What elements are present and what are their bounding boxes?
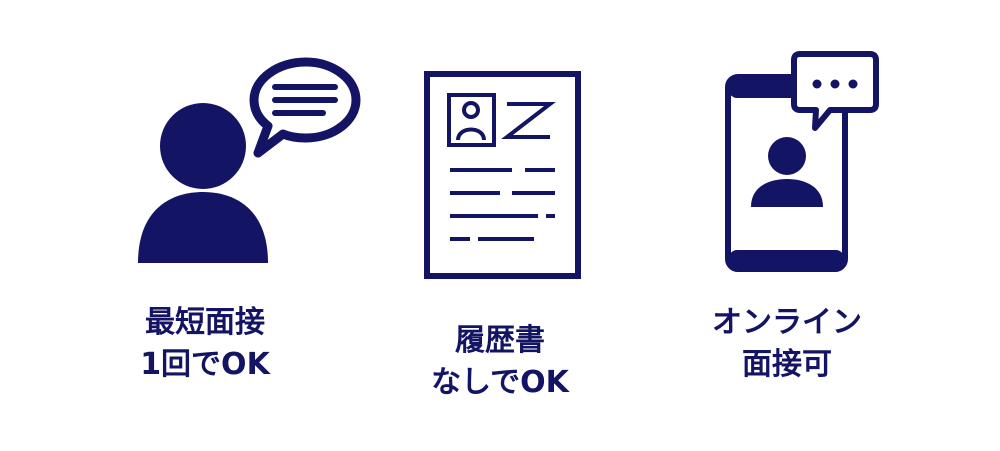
feature-no-resume: 履歴書 なしでOK — [400, 0, 620, 451]
resume-document-icon — [424, 71, 581, 279]
caption-line-2: なしでOK — [431, 365, 569, 400]
feature-online-interview: オンライン 面接可 — [620, 0, 1000, 451]
caption-no-resume: 履歴書 なしでOK — [400, 320, 600, 404]
person-speech-bubble-icon — [138, 57, 361, 263]
caption-line-1: オンライン — [712, 305, 862, 340]
caption-line-2: 面接可 — [742, 347, 832, 382]
caption-line-1: 最短面接 — [145, 305, 265, 340]
caption-online-interview: オンライン 面接可 — [682, 302, 892, 386]
caption-line-2: 1回でOK — [140, 347, 270, 382]
feature-short-interview: 最短面接 1回でOK — [0, 0, 400, 451]
caption-line-1: 履歴書 — [455, 323, 545, 358]
smartphone-video-chat-icon — [725, 51, 879, 272]
caption-short-interview: 最短面接 1回でOK — [105, 302, 305, 386]
